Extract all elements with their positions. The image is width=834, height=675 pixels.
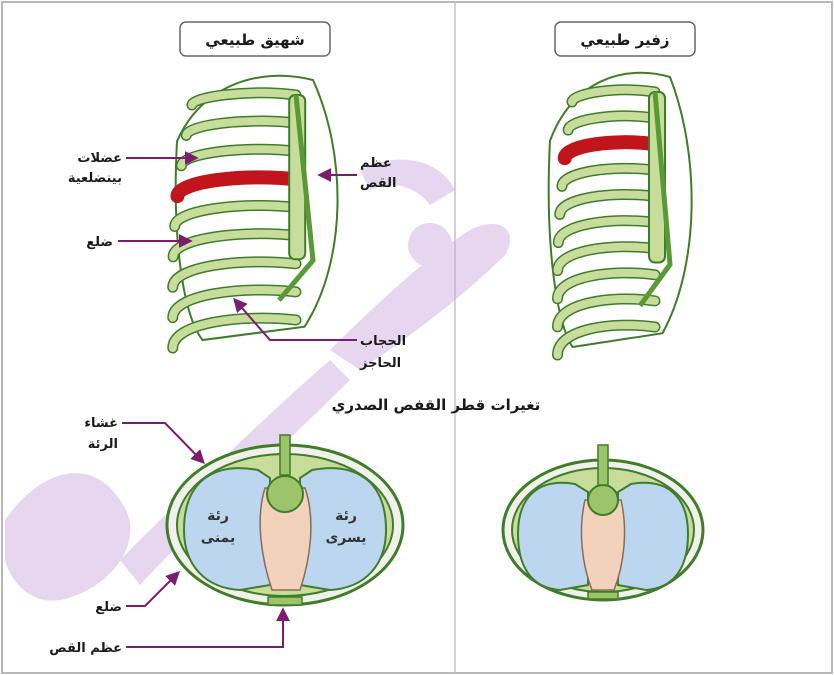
label-left-lung-1: رئة: [335, 508, 357, 524]
ribcage-inhale: [173, 76, 338, 348]
caption: تغيرات قطر القفص الصدري: [332, 396, 541, 415]
label-intercostal-2: بينضلعية: [68, 171, 122, 186]
label-right-lung-2: يمنى: [201, 530, 236, 546]
label-diaphragm-1: الحجاب: [360, 334, 406, 349]
label-rib-top: ضلع: [86, 235, 113, 250]
label-intercostal-1: عضلات: [77, 151, 122, 166]
label-left-lung-2: يسرى: [325, 530, 366, 546]
exhale-title: زفير طبيعي: [580, 31, 669, 49]
label-pleura-2: الرئة: [88, 437, 118, 452]
label-sternum-1: عظم: [360, 156, 392, 171]
label-rib-bottom: ضلع: [95, 600, 122, 615]
label-sternum-2: القص: [360, 176, 396, 191]
inhale-title: شهيق طبيعي: [205, 31, 305, 49]
ribcage-exhale: [549, 73, 692, 355]
label-diaphragm-2: الحاجز: [359, 356, 401, 371]
label-pleura-1: غشاء: [84, 416, 118, 431]
label-right-lung-1: رئة: [207, 508, 229, 524]
right-lung-exhale: [518, 483, 588, 590]
label-sternum-bottom: عظم القص: [49, 641, 122, 656]
left-lung-exhale: [618, 483, 688, 590]
